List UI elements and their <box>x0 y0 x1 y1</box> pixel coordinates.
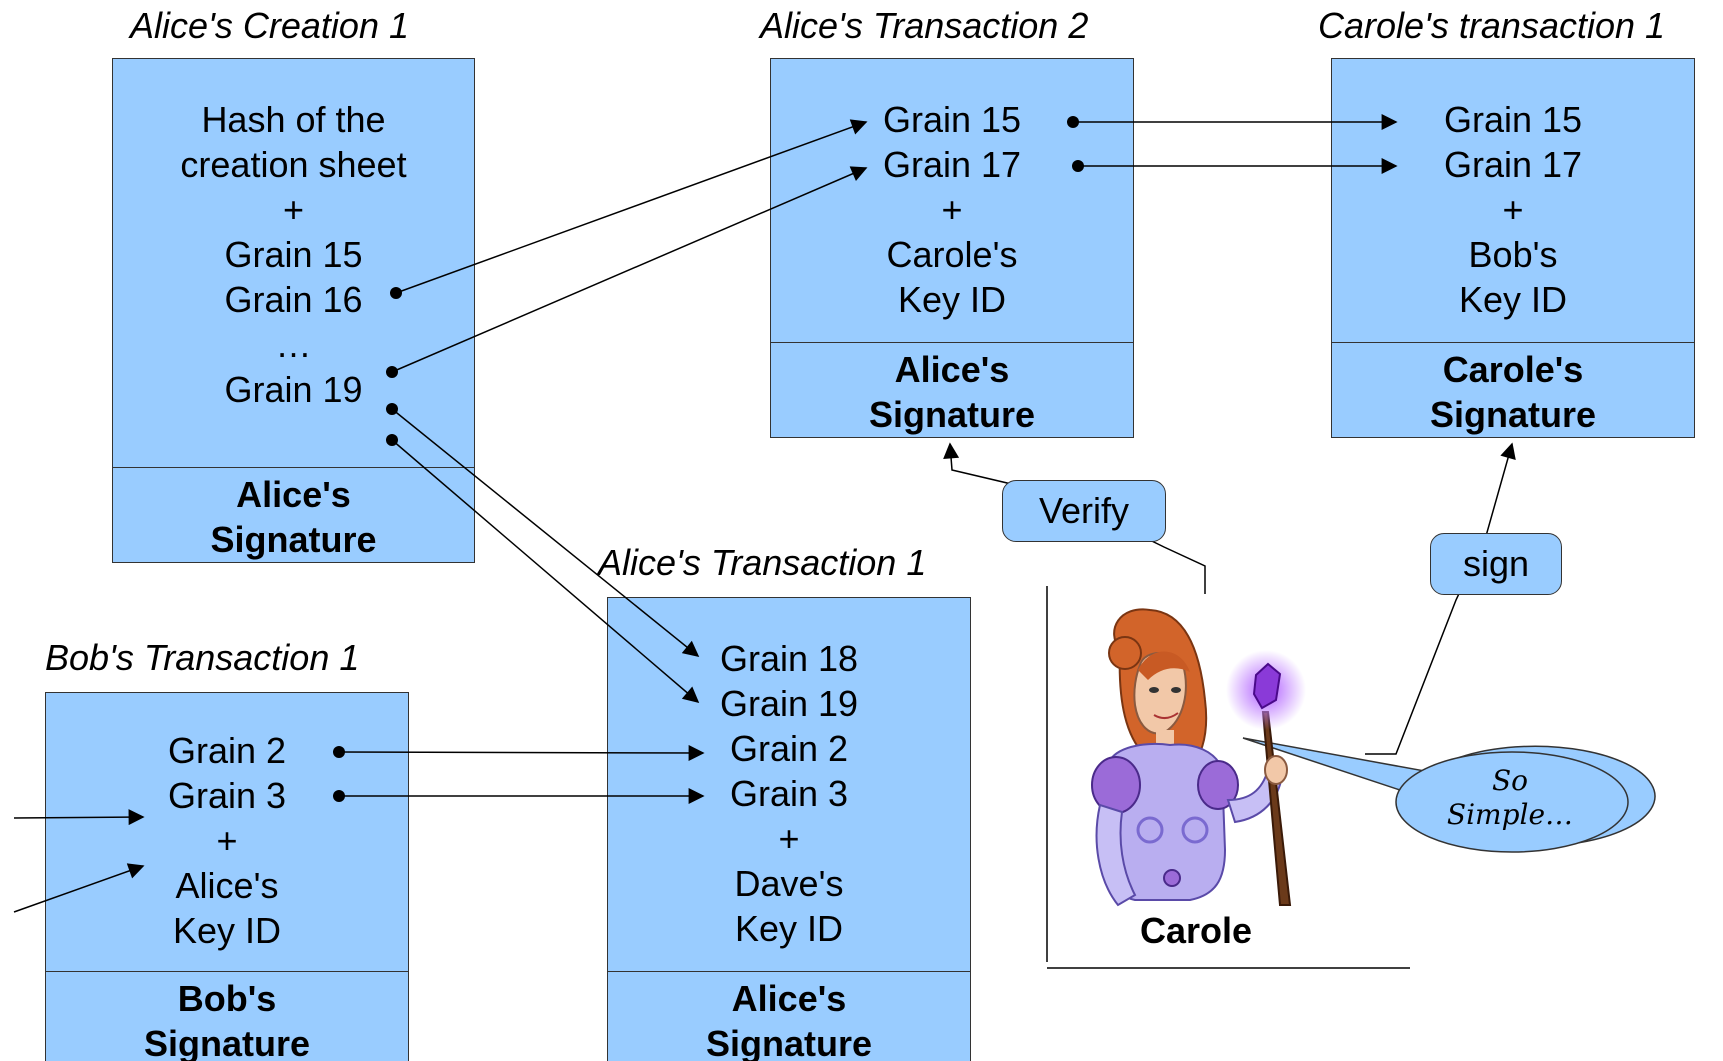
alice-creation-1-content: Hash of the creation sheet + Grain 15 Gr… <box>113 97 474 412</box>
carole-illustration <box>1091 608 1306 907</box>
bob-tx-grain-3: Grain 3 <box>167 775 287 816</box>
tx1-grain-19: Grain 19 <box>719 683 859 724</box>
signature-owner: Alice's <box>731 978 847 1019</box>
arrow-incoming-grain3 <box>13 863 145 913</box>
tx2-grain-15: Grain 15 <box>882 99 1022 140</box>
creation-grain-15: Grain 15 <box>224 234 363 275</box>
creation-ellipsis: … <box>275 324 312 365</box>
carole-transaction-1-content: Grain 15 Grain 17 + Bob's Key ID <box>1332 97 1694 322</box>
arrow-grain18-to-tx1 <box>391 408 700 658</box>
dot-creation-grain-16 <box>390 287 402 299</box>
dot-tx2-grain-17 <box>1072 160 1084 172</box>
arrow-grain15-to-tx2 <box>395 119 868 294</box>
verify-label: Verify <box>1038 490 1130 531</box>
bob-tx-grain-2: Grain 2 <box>167 730 287 771</box>
bob-tx-plus: + <box>216 820 238 861</box>
signature-label: Signature <box>210 519 377 560</box>
tx2-key-owner: Carole's <box>886 234 1018 275</box>
alice-transaction-1-box: Grain 18 Grain 19 Grain 2 Grain 3 + Dave… <box>607 597 971 1061</box>
alice-transaction-1-signature: Alice's Signature <box>608 971 970 1061</box>
tx2-plus: + <box>941 189 963 230</box>
speech-text: So Simple… <box>1410 764 1610 832</box>
tx1-grain-3: Grain 3 <box>729 773 849 814</box>
tx1-grain-2: Grain 2 <box>729 728 849 769</box>
alice-transaction-1-content: Grain 18 Grain 19 Grain 2 Grain 3 + Dave… <box>608 636 970 951</box>
creation-line-hash-1: Hash of the <box>201 99 386 140</box>
alice-creation-1-box: Hash of the creation sheet + Grain 15 Gr… <box>112 58 475 563</box>
dot-creation-grain-18 <box>386 434 398 446</box>
verify-callout: Verify <box>1002 480 1166 542</box>
dot-creation-grain-17 <box>386 366 398 378</box>
sign-connector <box>1365 442 1516 755</box>
dot-tx2-grain-15 <box>1067 116 1079 128</box>
arrow-grain19-to-tx1 <box>391 439 700 704</box>
dot-creation-grain-19 <box>386 403 398 415</box>
tx2-key-id: Key ID <box>897 279 1007 320</box>
signature-label: Signature <box>868 394 1036 435</box>
bob-tx-key-id: Key ID <box>172 910 282 951</box>
tx2-grain-17: Grain 17 <box>882 144 1022 185</box>
tx1-key-id: Key ID <box>734 908 844 949</box>
signature-label: Signature <box>1429 394 1597 435</box>
creation-line-hash-2: creation sheet <box>180 144 407 185</box>
carole-tx-key-owner: Bob's <box>1468 234 1558 275</box>
alice-transaction-1-title: Alice's Transaction 1 <box>598 542 927 583</box>
speech-line-2: Simple… <box>1446 798 1574 831</box>
sign-label: sign <box>1462 543 1530 584</box>
dot-bob-grain-2 <box>333 746 345 758</box>
carole-transaction-1-title: Carole's transaction 1 <box>1318 5 1666 46</box>
carole-name: Carole <box>1140 910 1253 951</box>
carole-tx-key-id: Key ID <box>1458 279 1568 320</box>
creation-grain-16: Grain 16 <box>224 279 363 320</box>
creation-line-plus: + <box>282 189 305 230</box>
arrow-incoming-grain2 <box>13 809 145 826</box>
speech-line-1: So <box>1491 764 1529 797</box>
signature-label: Signature <box>705 1023 873 1061</box>
arrow-grain2-to-tx1 <box>338 744 705 761</box>
carole-transaction-1-signature: Carole's Signature <box>1332 342 1694 437</box>
speech-bubble <box>1395 751 1629 853</box>
carole-tx-plus: + <box>1502 189 1524 230</box>
alice-transaction-2-box: Grain 15 Grain 17 + Carole's Key ID Alic… <box>770 58 1134 438</box>
bob-transaction-1-box: Grain 2 Grain 3 + Alice's Key ID Bob's S… <box>45 692 409 1061</box>
signature-owner: Alice's <box>894 349 1010 390</box>
creation-grain-19: Grain 19 <box>224 369 363 410</box>
carole-tx-grain-15: Grain 15 <box>1443 99 1583 140</box>
bob-tx-key-owner: Alice's <box>175 865 279 906</box>
bob-transaction-1-signature: Bob's Signature <box>46 971 408 1061</box>
tx1-grain-18: Grain 18 <box>719 638 859 679</box>
signature-owner: Bob's <box>177 978 277 1019</box>
bob-transaction-1-title: Bob's Transaction 1 <box>45 637 360 678</box>
carole-tx-grain-17: Grain 17 <box>1443 144 1583 185</box>
signature-owner: Carole's <box>1442 349 1584 390</box>
signature-label: Signature <box>143 1023 311 1061</box>
signature-owner: Alice's <box>236 474 351 515</box>
sign-callout: sign <box>1430 533 1562 595</box>
arrow-grain17-to-tx2 <box>391 166 868 373</box>
tx1-key-owner: Dave's <box>734 863 844 904</box>
alice-transaction-2-title: Alice's Transaction 2 <box>760 5 1089 46</box>
tx1-plus: + <box>778 818 800 859</box>
bob-transaction-1-content: Grain 2 Grain 3 + Alice's Key ID <box>46 728 408 953</box>
alice-transaction-2-content: Grain 15 Grain 17 + Carole's Key ID <box>771 97 1133 322</box>
alice-creation-1-title: Alice's Creation 1 <box>130 5 409 46</box>
alice-transaction-2-signature: Alice's Signature <box>771 342 1133 437</box>
alice-creation-1-signature: Alice's Signature <box>113 467 474 562</box>
dot-bob-grain-3 <box>333 790 345 802</box>
